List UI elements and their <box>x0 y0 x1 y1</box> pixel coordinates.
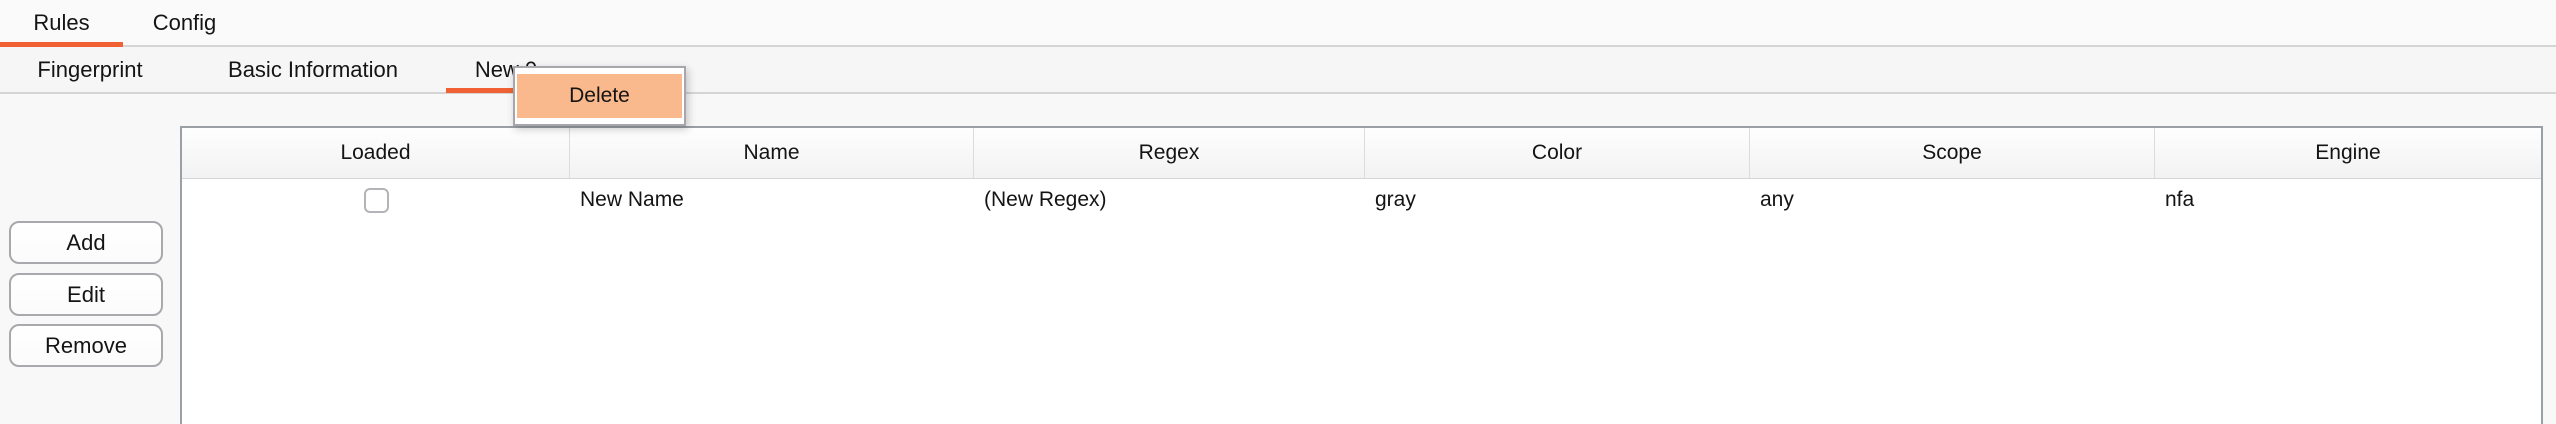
secondary-bar-divider <box>0 92 2556 94</box>
edit-button[interactable]: Edit <box>9 273 163 316</box>
add-button[interactable]: Add <box>9 221 163 264</box>
engine-cell[interactable]: nfa <box>2165 188 2195 211</box>
column-header-name[interactable]: Name <box>570 128 974 178</box>
column-header-regex[interactable]: Regex <box>974 128 1365 178</box>
table-row[interactable]: New Name (New Regex) gray any nfa <box>182 179 2541 221</box>
column-header-color[interactable]: Color <box>1365 128 1750 178</box>
table-header-row: Loaded Name Regex Color Scope Engine <box>182 128 2541 179</box>
column-header-loaded[interactable]: Loaded <box>182 128 570 178</box>
rules-table: Loaded Name Regex Color Scope Engine New… <box>180 126 2543 424</box>
column-header-engine[interactable]: Engine <box>2315 141 2381 164</box>
color-cell[interactable]: gray <box>1375 188 1416 211</box>
menu-item-delete[interactable]: Delete <box>517 74 682 118</box>
tab-config[interactable]: Config <box>152 9 217 35</box>
loaded-cell <box>182 179 570 221</box>
remove-button[interactable]: Remove <box>9 324 163 367</box>
new-0-tab-active-underline <box>446 88 566 93</box>
tab-context-menu: Delete <box>513 66 686 126</box>
tab-rules[interactable]: Rules <box>33 9 90 35</box>
action-panel: Add Edit Remove <box>0 94 180 424</box>
tab-basic-information[interactable]: Basic Information <box>228 56 398 82</box>
rule-group-tab-bar: Fingerprint Basic Information New 0 <box>0 47 2556 92</box>
tab-fingerprint[interactable]: Fingerprint <box>37 56 143 82</box>
regex-cell[interactable]: (New Regex) <box>984 188 1107 211</box>
name-cell[interactable]: New Name <box>580 188 684 211</box>
loaded-checkbox[interactable] <box>363 187 389 213</box>
primary-tab-bar: Rules Config <box>0 0 2556 45</box>
primary-bar-divider <box>0 45 2556 47</box>
scope-cell[interactable]: any <box>1760 188 1794 211</box>
rules-tab-active-underline <box>0 42 123 47</box>
column-header-scope[interactable]: Scope <box>1750 128 2155 178</box>
